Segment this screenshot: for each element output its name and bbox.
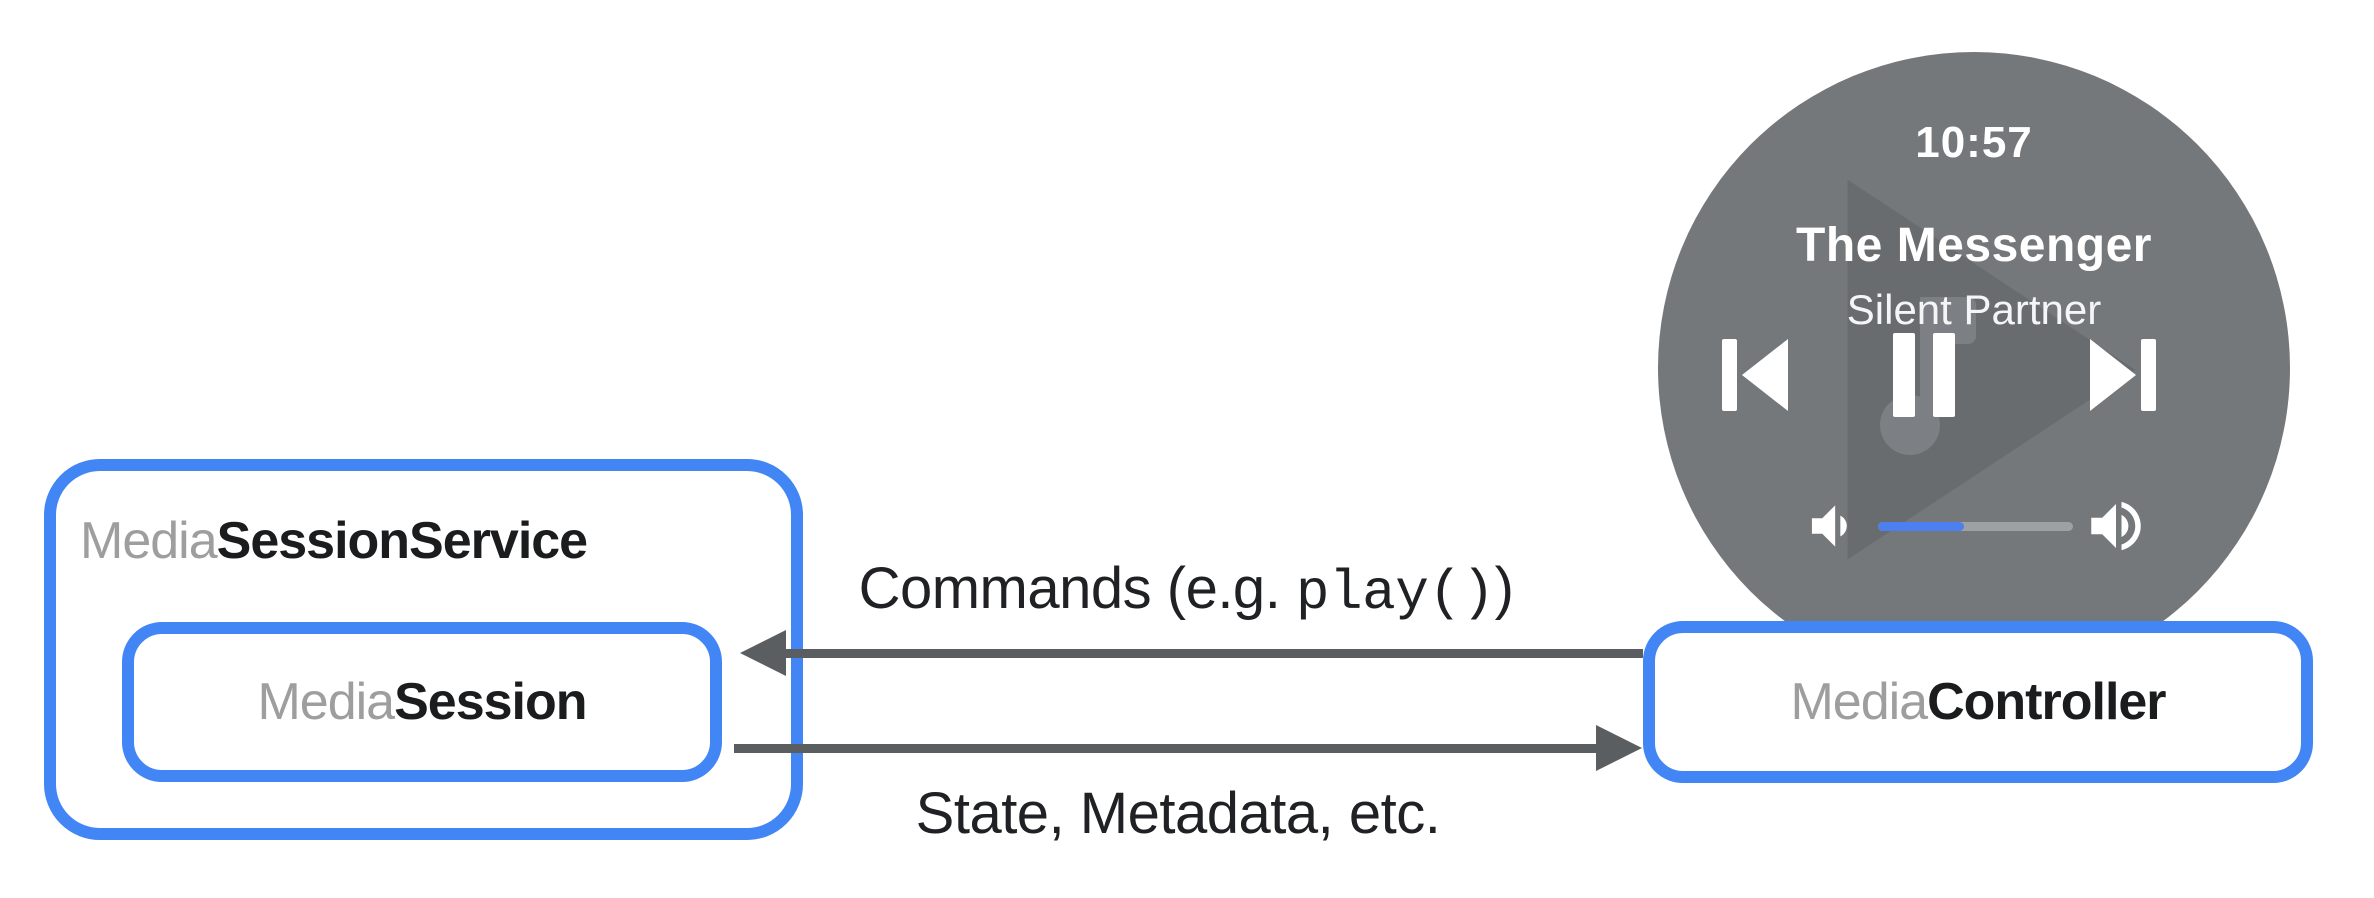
volume-up-icon[interactable] <box>2083 493 2149 559</box>
state-arrow-label: State, Metadata, etc. <box>915 781 1441 846</box>
volume-fill <box>1878 522 1964 531</box>
state-arrowhead-right-icon <box>1596 725 1642 771</box>
track-artist: Silent Partner <box>1846 286 2102 333</box>
media-prefix: Media <box>257 673 395 731</box>
watch-time: 10:57 <box>1915 118 2033 167</box>
media-session-service-label: MediaSessionService <box>80 512 588 570</box>
skip-previous-icon[interactable] <box>1722 339 1788 411</box>
media-prefix: Media <box>80 512 218 570</box>
media-prefix: Media <box>1790 673 1928 731</box>
media-controller-label: MediaController <box>1790 673 2166 731</box>
volume-down-icon[interactable] <box>1799 495 1861 557</box>
state-arrow-line <box>734 744 1596 753</box>
watch-face: 10:57 The Messenger Silent Partner <box>1658 52 2290 684</box>
media-controller-box: MediaController <box>1643 621 2313 783</box>
play-code: play() <box>1295 561 1495 625</box>
volume-slider[interactable] <box>1878 522 2073 531</box>
skip-next-icon[interactable] <box>2090 339 2156 411</box>
pause-icon[interactable] <box>1893 333 1955 417</box>
track-title: The Messenger <box>1796 219 2152 272</box>
media-session-box: MediaSession <box>122 622 722 782</box>
commands-arrow-label: Commands (e.g. play()) <box>858 556 1514 625</box>
media-session-label: MediaSession <box>257 673 587 731</box>
commands-arrowhead-left-icon <box>740 630 786 676</box>
commands-arrow-line <box>770 649 1643 658</box>
